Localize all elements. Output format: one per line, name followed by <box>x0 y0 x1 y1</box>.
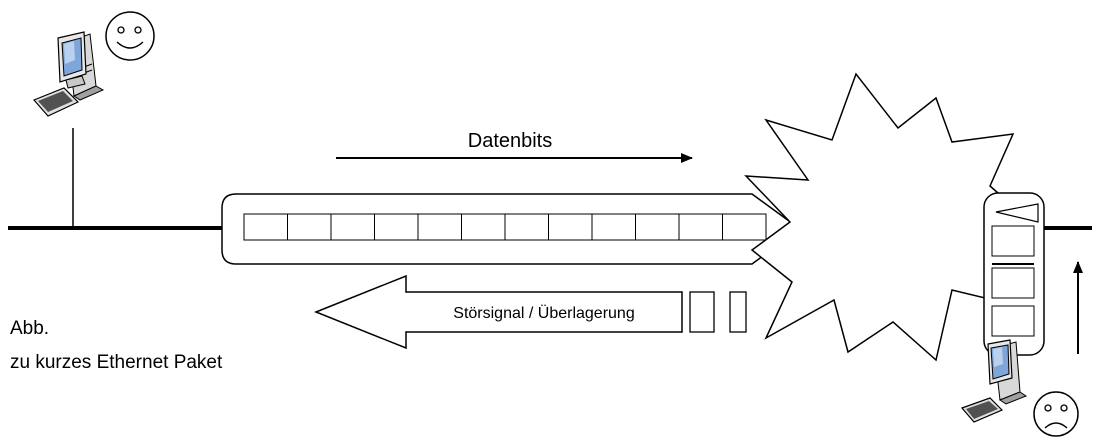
receiver-arrow-notch <box>995 203 1039 223</box>
frame-segment <box>330 213 375 241</box>
caption-line-1: Abb. <box>10 318 50 339</box>
frame-segment <box>678 213 723 241</box>
frame-segment <box>417 213 462 241</box>
frame-segment <box>504 213 549 241</box>
jam-signal-label: Störsignal / Überlagerung <box>453 304 634 322</box>
frame-segments <box>243 213 767 241</box>
frame-segment <box>461 213 506 241</box>
receiver-computer-icon <box>960 339 1028 423</box>
happy-face-icon <box>105 11 155 61</box>
frame-segment <box>591 213 636 241</box>
caption-line-2: zu kurzes Ethernet Paket <box>10 352 223 373</box>
collision-burst <box>744 72 1040 362</box>
jam-block <box>729 291 747 333</box>
frame-segment <box>635 213 680 241</box>
frame-segment <box>243 213 288 241</box>
jam-blocks <box>689 291 747 333</box>
sender-computer-icon <box>32 31 105 117</box>
sad-face-icon <box>1033 391 1079 437</box>
frame-segment <box>374 213 419 241</box>
frame-segment <box>722 213 767 241</box>
jam-block <box>689 291 715 333</box>
jam-signal-arrow <box>313 274 683 350</box>
receiver-frame-segments <box>991 225 1035 337</box>
frame-segment <box>548 213 593 241</box>
frame-segment <box>287 213 332 241</box>
data-bits-label: Datenbits <box>468 130 553 152</box>
